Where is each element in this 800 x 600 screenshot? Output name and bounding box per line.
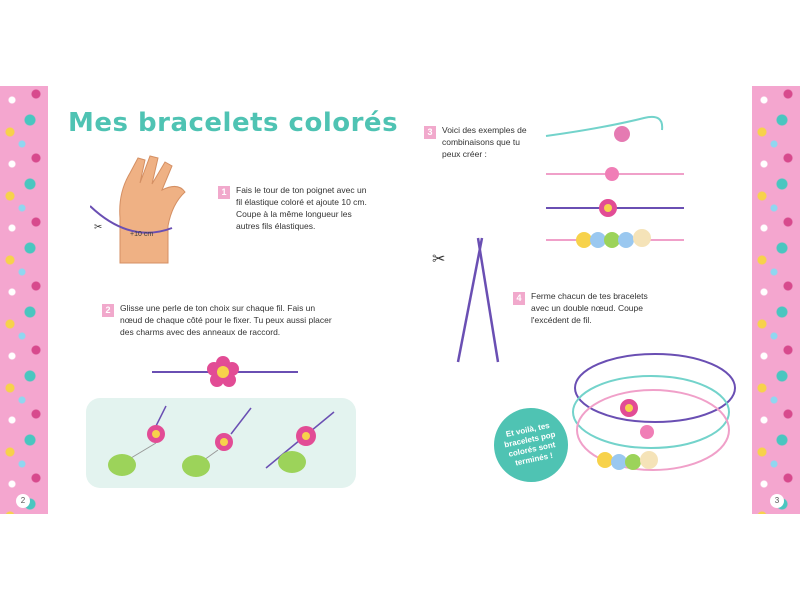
page-number-left: 2 [16,494,30,508]
bead-icon [605,167,619,181]
bead-on-cord-illustration [152,356,298,387]
flower-bead-icon [207,356,239,387]
cut-cords-illustration: ✂ [432,237,500,363]
page-title: Mes bracelets colorés [68,108,399,138]
step-text-c: Voici des exemples de combinaisons que t… [442,125,527,159]
right-pattern-border: 3 [752,86,800,514]
wrist-measure-label: +10 cm [130,231,154,238]
step-text-b: Glisse une perle de ton choix sur chaque… [120,303,332,337]
completion-bubble: Et voilà, tes bracelets pop colorés sont… [487,401,575,489]
step-badge-d: 4 [513,292,525,305]
heart-bead-icon [614,126,630,142]
charm-step-1 [108,405,167,476]
step-badge-a: 1 [218,186,230,199]
book-spread: 2 3 Mes bracelets colorés ✂ +10 cm 1 Fai… [0,86,800,514]
charm-steps-panel [86,398,356,488]
charm-step-2 [182,407,252,477]
charm-step-3 [265,411,335,473]
step-text-d: Ferme chacun de tes bracelets avec un do… [531,291,648,325]
step-text-a: Fais le tour de ton poignet avec un fil … [236,185,367,231]
scissors-icon: ✂ [432,251,445,268]
step-badge-b: 2 [102,304,114,317]
scissors-icon: ✂ [94,222,102,233]
left-pattern-border: 2 [0,86,48,514]
bracelet-combinations-illustration [545,115,684,248]
hand-illustration: ✂ [90,155,186,264]
page-number-right: 3 [770,494,784,508]
completion-bubble-text: Et voilà, tes bracelets pop colorés sont… [503,420,557,468]
finished-bracelets-illustration [572,353,736,471]
step-badge-c: 3 [424,126,436,139]
charm-steps-illustration [108,405,335,477]
